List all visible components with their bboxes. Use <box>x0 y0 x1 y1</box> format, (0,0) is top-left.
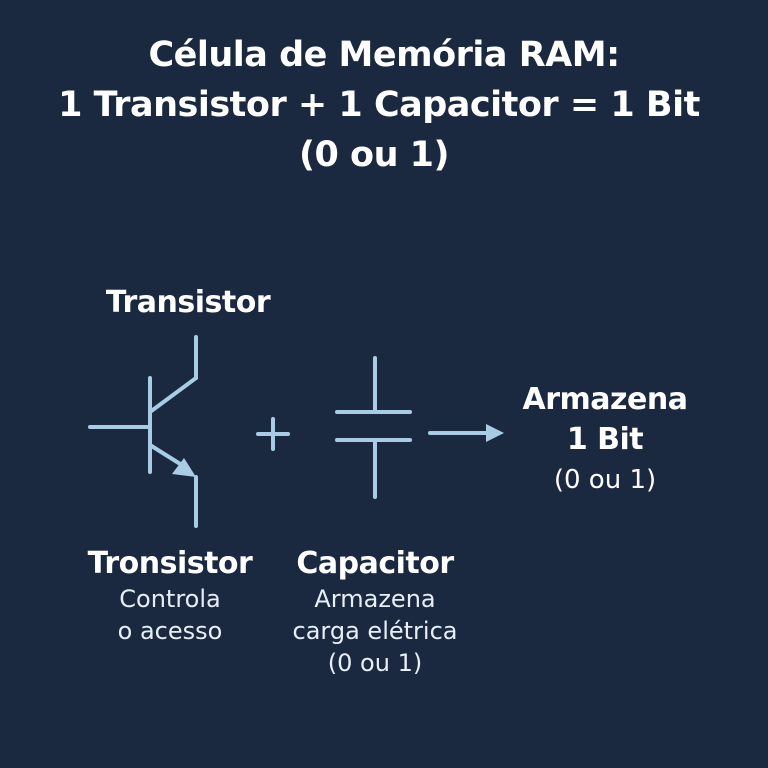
transistor-top-label: Transistor <box>105 285 271 320</box>
arrow-right-icon <box>428 424 504 442</box>
result-line-2: 1 Bit <box>566 422 644 457</box>
capacitor-caption-line-1: Armazena <box>314 585 436 613</box>
capacitor-caption-line-3: (0 ou 1) <box>327 649 423 677</box>
transistor-symbol-icon <box>88 335 198 528</box>
diagram-title: Célula de Memória RAM: 1 Transistor + 1 … <box>0 30 768 180</box>
result-line-1: Armazena <box>522 382 688 417</box>
transistor-emitter-diagonal <box>148 443 187 469</box>
transistor-caption: Tronsistor Controla o acesso <box>80 545 260 647</box>
transistor-caption-line-1: Controla <box>119 585 221 613</box>
transistor-caption-title: Tronsistor <box>87 546 253 581</box>
result-label: Armazena 1 Bit (0 ou 1) <box>505 380 705 500</box>
plus-sign-icon <box>256 417 290 451</box>
transistor-caption-line-2: o acesso <box>117 617 223 645</box>
capacitor-caption: Capacitor Armazena carga elétrica (0 ou … <box>270 545 480 679</box>
capacitor-caption-line-2: carga elétrica <box>292 617 458 645</box>
title-line-1: Célula de Memória RAM: <box>148 35 620 75</box>
title-line-3: (0 ou 1) <box>298 135 450 175</box>
capacitor-caption-title: Capacitor <box>296 546 454 581</box>
transistor-emitter-arrow-icon <box>172 458 196 477</box>
result-line-3: (0 ou 1) <box>553 465 657 495</box>
transistor-collector-diagonal <box>148 376 198 414</box>
capacitor-symbol-icon <box>335 356 412 499</box>
title-line-2: 1 Transistor + 1 Capacitor = 1 Bit <box>58 85 700 125</box>
